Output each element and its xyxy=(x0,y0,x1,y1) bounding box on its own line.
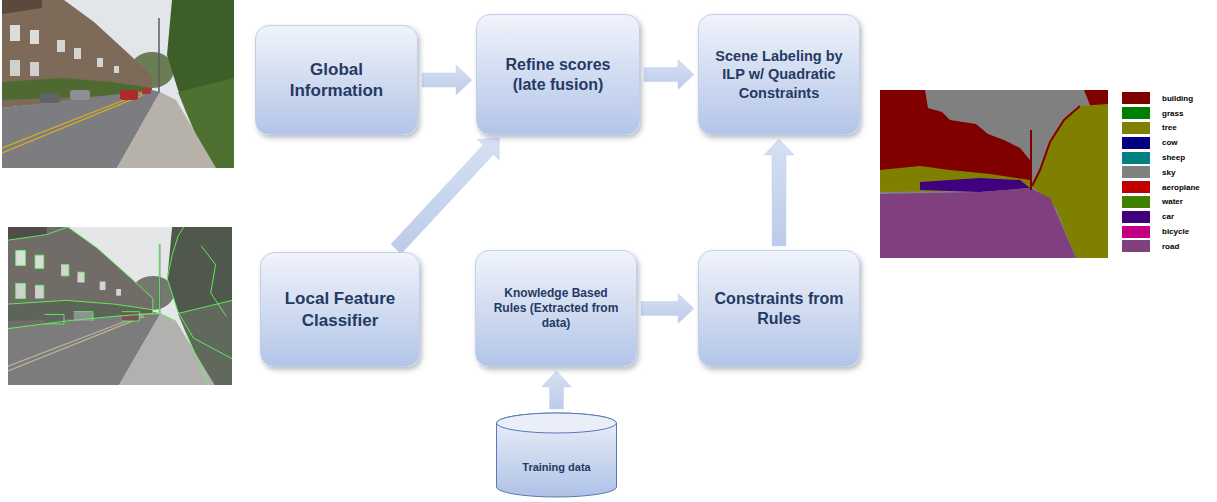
street-photo xyxy=(2,0,234,168)
legend-swatch xyxy=(1122,107,1150,119)
legend-label: building xyxy=(1162,94,1193,103)
legend-swatch xyxy=(1122,226,1150,238)
legend-swatch xyxy=(1122,196,1150,208)
flow-arrow xyxy=(542,371,572,409)
legend-swatch xyxy=(1122,211,1150,223)
legend-row: grass xyxy=(1122,106,1200,121)
legend-swatch xyxy=(1122,152,1150,164)
legend: building grass tree cow sheep sky aeroplane wat… xyxy=(1122,91,1200,254)
legend-swatch xyxy=(1122,122,1150,134)
legend-label: grass xyxy=(1162,109,1183,118)
legend-swatch xyxy=(1122,166,1150,178)
legend-swatch xyxy=(1122,92,1150,104)
process-box: Scene Labeling by ILP w/ Quadratic Const… xyxy=(698,14,860,135)
legend-label: aeroplane xyxy=(1162,183,1200,192)
superpixel-photo xyxy=(8,227,232,385)
legend-label: road xyxy=(1162,242,1179,251)
legend-label: car xyxy=(1162,212,1174,221)
legend-label: sky xyxy=(1162,168,1175,177)
legend-label: water xyxy=(1162,197,1183,206)
flow-arrow xyxy=(764,139,794,246)
legend-row: water xyxy=(1122,195,1200,210)
process-box: Local Feature Classifier xyxy=(260,252,420,367)
process-box: Refine scores (late fusion) xyxy=(476,14,640,135)
flow-arrow xyxy=(422,65,472,95)
database-cylinder: Training data xyxy=(496,413,617,497)
legend-swatch xyxy=(1122,137,1150,149)
flow-arrow xyxy=(644,60,694,90)
legend-label: tree xyxy=(1162,123,1177,132)
flow-arrow xyxy=(391,138,499,254)
node-label: Global Information xyxy=(277,59,397,102)
node-label: Knowledge Based Rules (Extracted from da… xyxy=(494,286,619,331)
node-label: Training data xyxy=(522,461,590,475)
node-label: Constraints from Rules xyxy=(709,289,849,329)
legend-label: bicycle xyxy=(1162,227,1189,236)
legend-row: car xyxy=(1122,209,1200,224)
legend-row: building xyxy=(1122,91,1200,106)
cylinder-outline xyxy=(496,413,617,497)
node-label: Local Feature Classifier xyxy=(280,288,400,331)
legend-label: sheep xyxy=(1162,153,1185,162)
process-box: Constraints from Rules xyxy=(698,250,860,367)
process-box: Knowledge Based Rules (Extracted from da… xyxy=(475,250,637,367)
node-label: Refine scores (late fusion) xyxy=(493,55,623,95)
legend-swatch xyxy=(1122,181,1150,193)
legend-row: sky xyxy=(1122,165,1200,180)
process-box: Global Information xyxy=(255,25,418,135)
legend-row: road xyxy=(1122,239,1200,254)
superpixel-boundaries xyxy=(8,227,232,385)
legend-row: aeroplane xyxy=(1122,180,1200,195)
legend-label: cow xyxy=(1162,138,1178,147)
legend-row: cow xyxy=(1122,135,1200,150)
legend-row: bicycle xyxy=(1122,224,1200,239)
legend-row: sheep xyxy=(1122,150,1200,165)
segmentation-map xyxy=(880,90,1108,258)
node-label: Scene Labeling by ILP w/ Quadratic Const… xyxy=(709,47,849,101)
legend-swatch xyxy=(1122,240,1150,252)
legend-row: tree xyxy=(1122,121,1200,136)
flow-arrow xyxy=(641,294,694,324)
